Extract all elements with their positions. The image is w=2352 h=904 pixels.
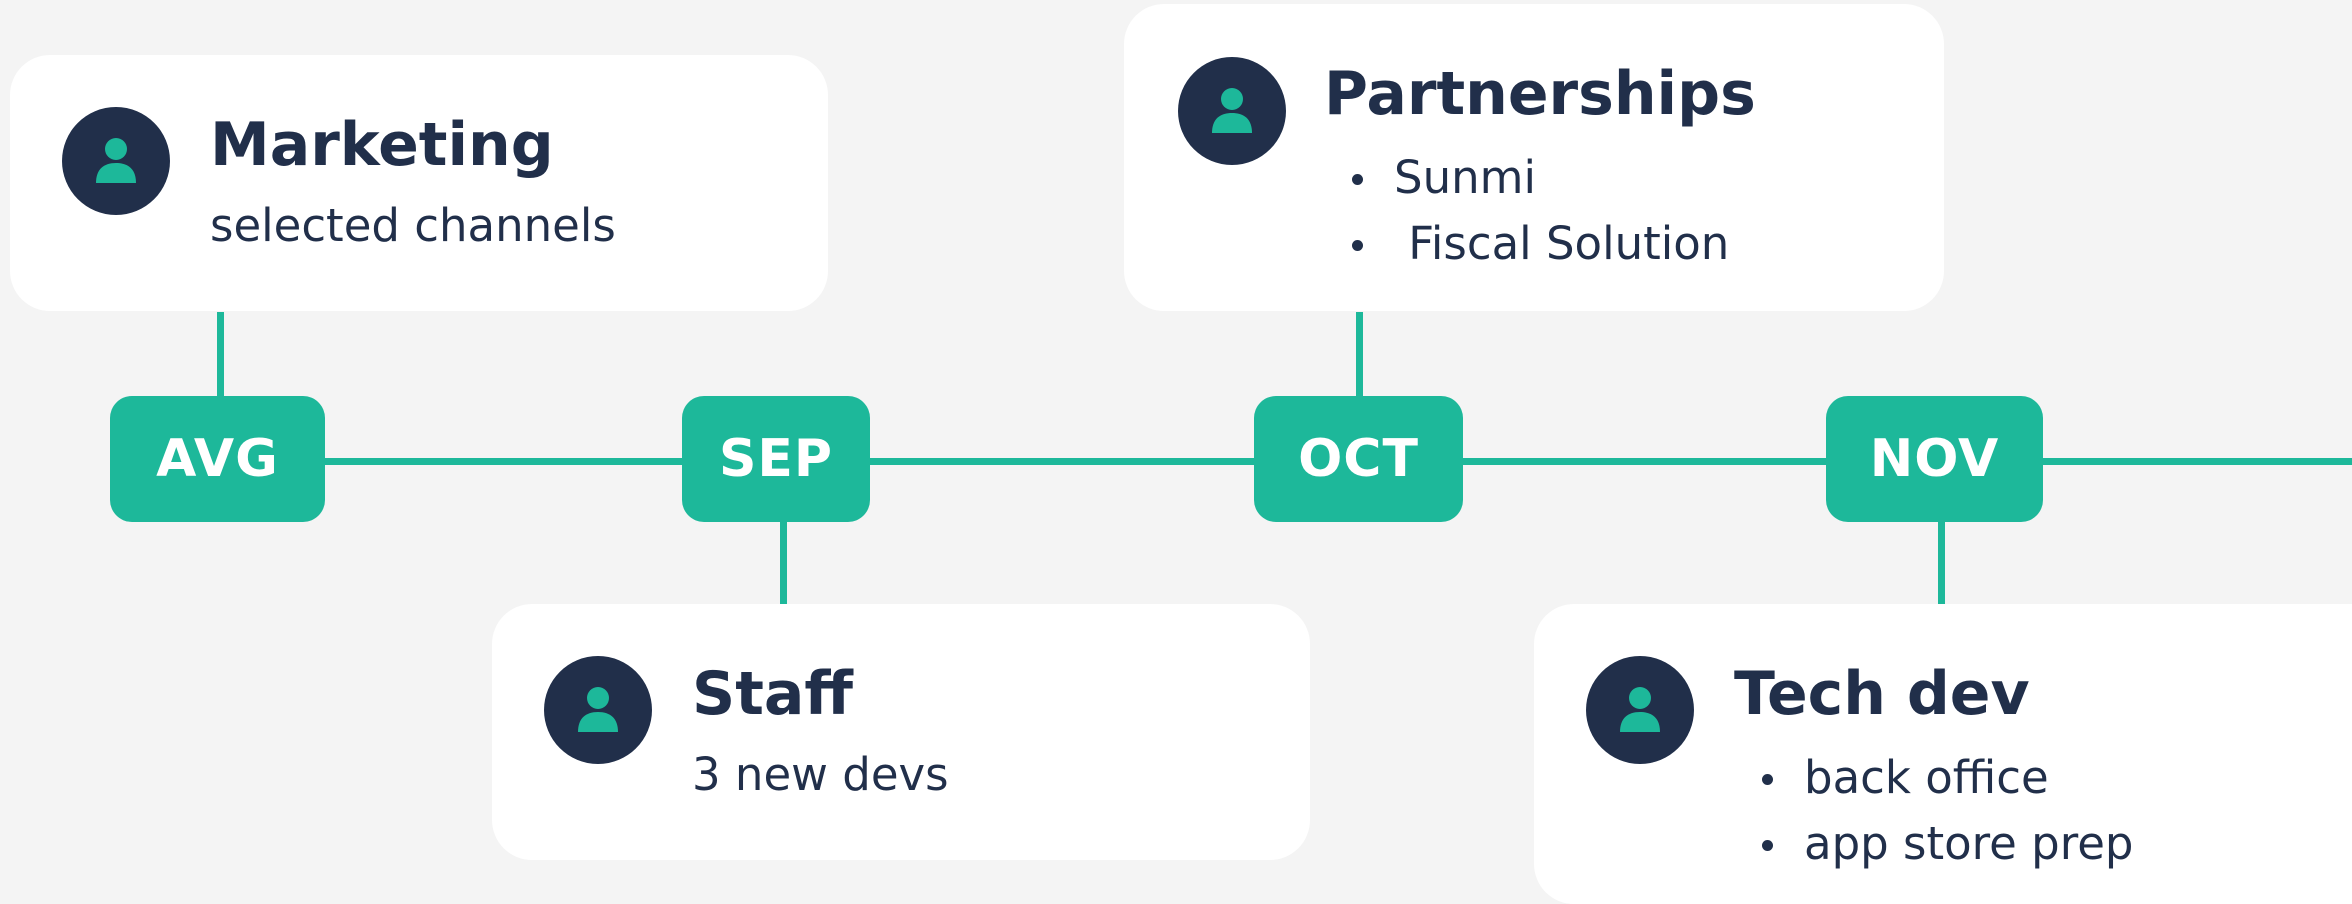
list-item: back office [1762, 745, 2133, 811]
month-badge-oct: OCT [1254, 396, 1463, 522]
user-icon [1178, 57, 1286, 165]
card-title: Partnerships [1324, 59, 1756, 129]
user-icon [1586, 656, 1694, 764]
card-marketing: Marketing selected channels [10, 55, 828, 311]
card-title: Staff [692, 659, 853, 729]
bullet-list: back office app store prep [1762, 745, 2133, 877]
connector-marketing [217, 312, 224, 398]
card-title: Marketing [210, 110, 554, 180]
card-text: 3 new devs [692, 748, 949, 801]
card-title: Tech dev [1734, 659, 2030, 729]
list-item: app store prep [1762, 811, 2133, 877]
card-techdev: Tech dev back office app store prep [1534, 604, 2352, 904]
user-icon [62, 107, 170, 215]
month-badge-sep: SEP [682, 396, 870, 522]
user-icon [544, 656, 652, 764]
card-text: selected channels [210, 199, 616, 252]
connector-techdev [1938, 520, 1945, 604]
connector-staff [780, 520, 787, 604]
list-item: Sunmi [1352, 145, 1729, 211]
bullet-list: Sunmi Fiscal Solution [1352, 145, 1729, 277]
card-staff: Staff 3 new devs [492, 604, 1310, 860]
list-item: Fiscal Solution [1352, 211, 1729, 277]
month-badge-avg: AVG [110, 396, 325, 522]
card-partnerships: Partnerships Sunmi Fiscal Solution [1124, 4, 1944, 311]
month-badge-nov: NOV [1826, 396, 2043, 522]
connector-partnerships [1356, 312, 1363, 398]
